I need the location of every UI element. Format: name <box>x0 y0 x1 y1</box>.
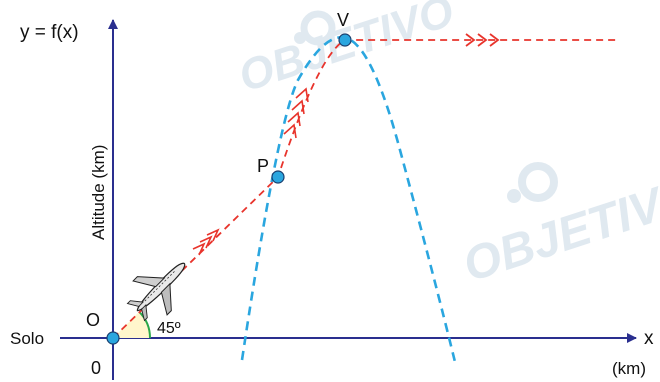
point-p-label: P <box>257 156 269 176</box>
y-axis-label: y = f(x) <box>20 22 79 43</box>
objetivo-logo-icon <box>507 162 558 203</box>
airplane-icon <box>126 262 186 322</box>
x-axis-label: x <box>644 328 654 349</box>
watermark-text: OBJETIVO <box>457 167 660 292</box>
flight-path <box>112 39 618 339</box>
point-p <box>271 170 285 184</box>
point-o-label: O <box>86 310 100 330</box>
direction-chevrons-middle <box>283 87 309 139</box>
direction-chevrons-lower <box>192 228 220 256</box>
x-unit-label: (km) <box>612 359 646 378</box>
watermark-right: OBJETIVO <box>457 162 660 292</box>
altitude-label: Altitude (km) <box>89 145 108 240</box>
angle-label: 45º <box>157 320 181 337</box>
point-v <box>338 33 352 47</box>
point-o <box>106 331 120 345</box>
direction-chevrons-top <box>465 33 500 47</box>
point-v-label: V <box>337 10 349 30</box>
angle-wedge <box>113 311 151 338</box>
angle-arc <box>138 311 152 339</box>
ground-label: Solo <box>10 329 44 348</box>
origin-zero-label: 0 <box>91 358 101 378</box>
objetivo-logo-icon <box>294 10 336 46</box>
